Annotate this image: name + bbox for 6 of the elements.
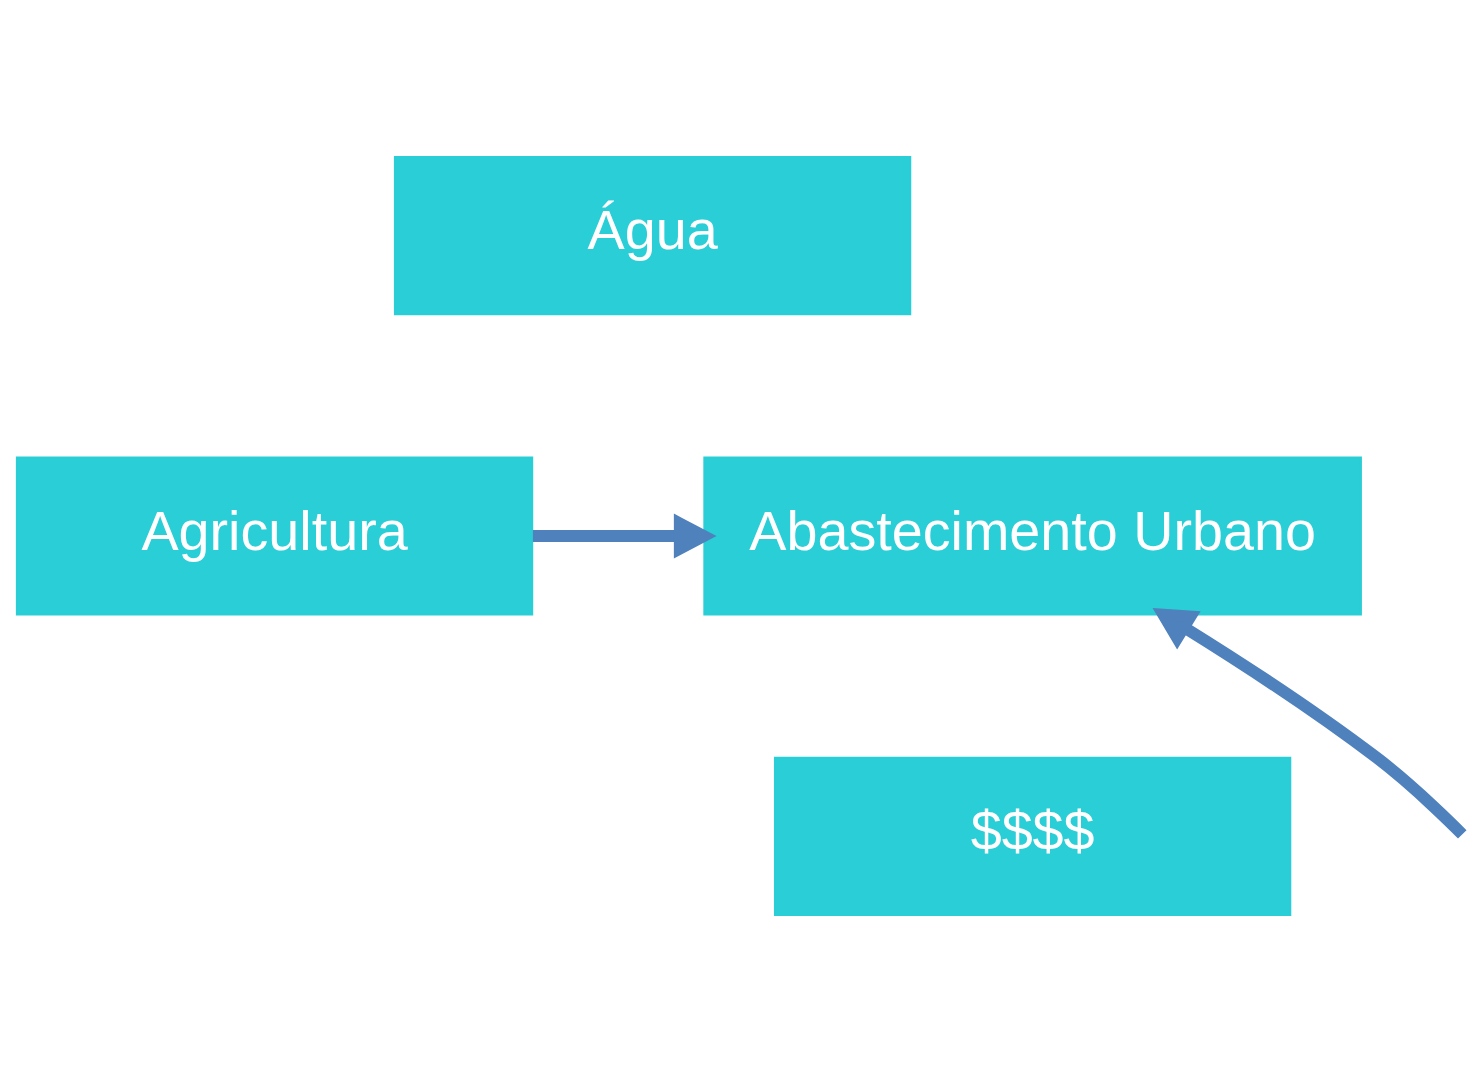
arrow: [1152, 607, 1467, 839]
node-box: Abastecimento Urbano: [703, 455, 1362, 616]
node-box: $$$$: [773, 756, 1292, 916]
arrow: [532, 513, 717, 558]
node-box: Água: [393, 155, 912, 315]
node-box: Agricultura: [15, 455, 534, 616]
